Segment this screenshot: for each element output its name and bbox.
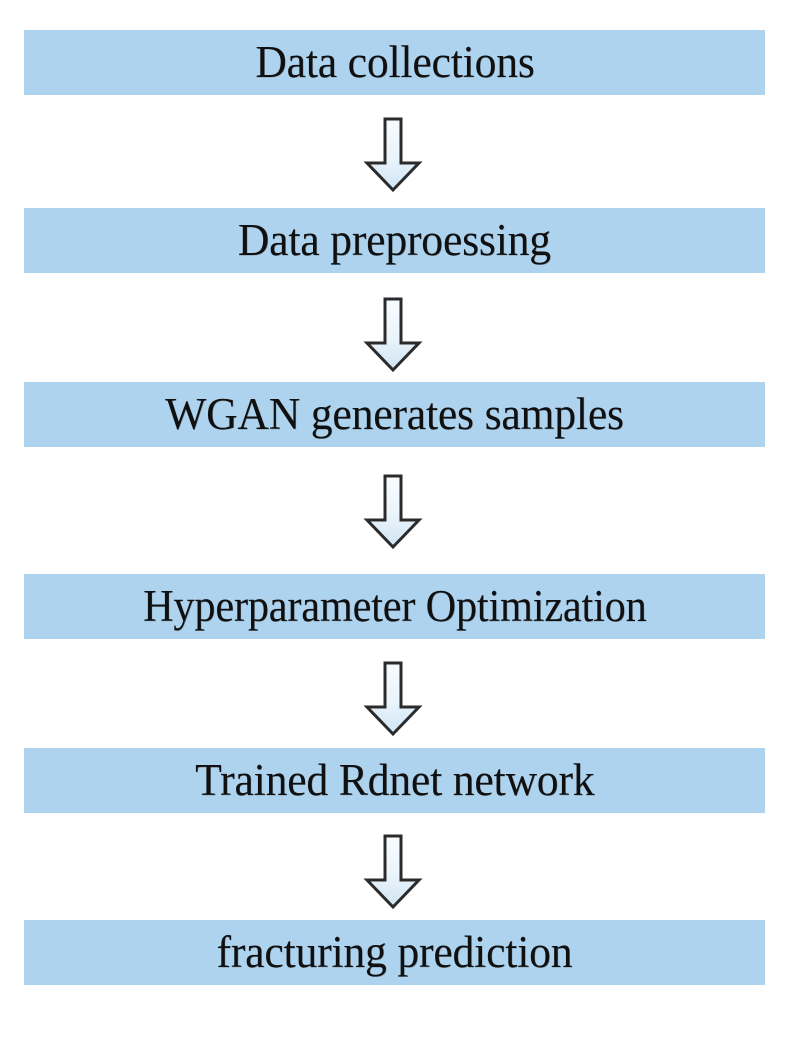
flow-node-label: Data collections bbox=[254, 37, 535, 87]
flow-node-fracturing-prediction[interactable]: fracturing prediction bbox=[24, 920, 765, 985]
flow-node-wgan-generates-samples[interactable]: WGAN generates samples bbox=[24, 382, 765, 447]
down-block-arrow-icon bbox=[363, 661, 423, 737]
flow-node-label: fracturing prediction bbox=[216, 927, 573, 977]
flow-node-label: Hyperparameter Optimization bbox=[142, 581, 647, 631]
flow-node-label: Data preproessing bbox=[237, 215, 552, 265]
flow-node-label: WGAN generates samples bbox=[165, 389, 624, 439]
flow-node-data-preprocessing[interactable]: Data preproessing bbox=[24, 208, 765, 273]
flow-node-trained-rdnet-network[interactable]: Trained Rdnet network bbox=[24, 748, 765, 813]
down-block-arrow-icon bbox=[363, 297, 423, 373]
down-block-arrow-icon bbox=[363, 117, 423, 193]
flow-node-hyperparameter-optimization[interactable]: Hyperparameter Optimization bbox=[24, 574, 765, 639]
down-block-arrow-icon bbox=[363, 474, 423, 550]
down-block-arrow-icon bbox=[363, 834, 423, 910]
flow-node-data-collections[interactable]: Data collections bbox=[24, 30, 765, 95]
flow-node-label: Trained Rdnet network bbox=[194, 755, 595, 805]
